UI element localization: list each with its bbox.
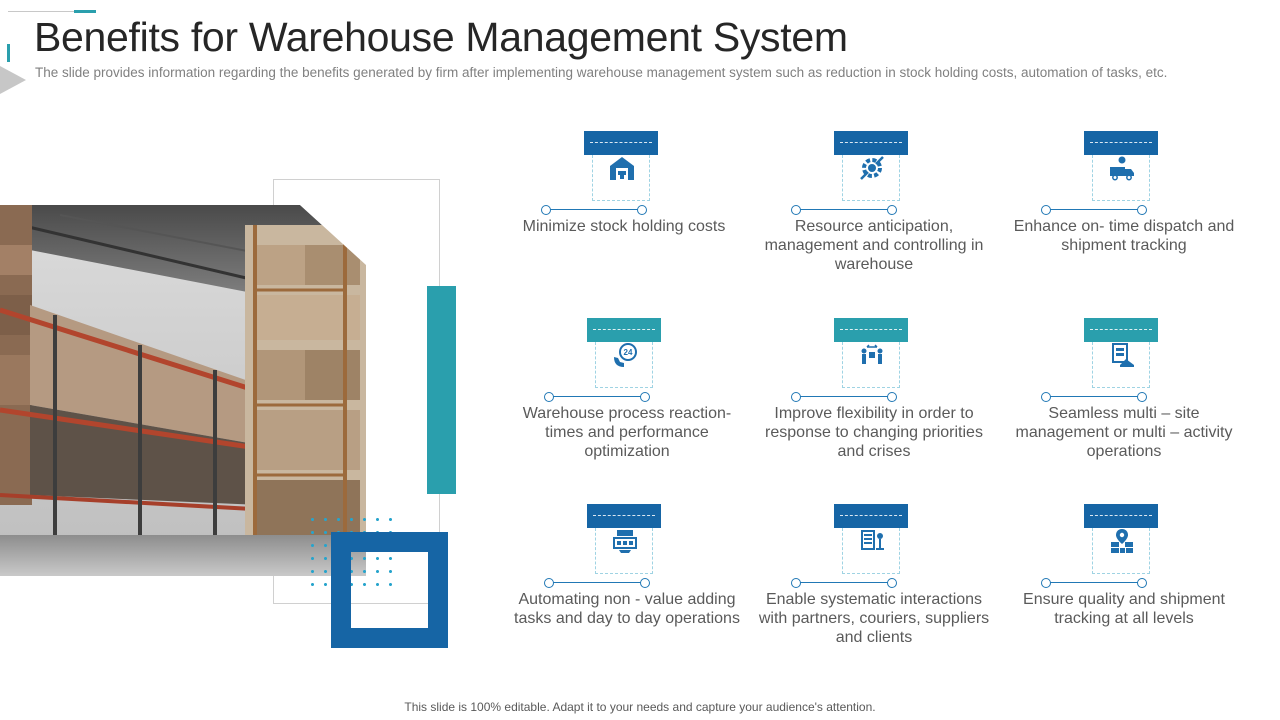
connector-line <box>1041 392 1147 402</box>
connector-line <box>541 205 647 215</box>
connector-line <box>791 578 897 588</box>
benefit-card: Minimize stock holding costs <box>504 131 744 291</box>
benefit-card: Enhance on- time dispatch and shipment t… <box>1004 131 1244 291</box>
header-accent-left <box>7 44 10 62</box>
connector-line <box>791 392 897 402</box>
warehouse-icon <box>608 154 636 182</box>
24-hour-service-icon: 24 <box>611 341 639 369</box>
connector-line <box>1041 578 1147 588</box>
connector-line <box>544 578 650 588</box>
svg-text:24: 24 <box>624 348 633 357</box>
benefit-card: Automating non - value adding tasks and … <box>507 504 747 664</box>
benefit-label: Seamless multi – site management or mult… <box>1015 405 1233 460</box>
benefit-card: Resource anticipation, management and co… <box>754 131 994 291</box>
connector-line <box>791 205 897 215</box>
benefit-label: Warehouse process reaction- times and pe… <box>522 405 732 460</box>
benefit-label: Enable systematic interactions with part… <box>758 591 990 646</box>
gear-management-icon <box>858 154 886 182</box>
connector-line <box>1041 205 1147 215</box>
card-header-bar <box>834 318 908 342</box>
automation-robot-icon <box>611 527 639 555</box>
benefit-label: Automating non - value adding tasks and … <box>514 591 740 627</box>
blue-square-frame <box>331 532 448 648</box>
header-accent-top <box>74 10 96 13</box>
card-header-bar <box>1084 318 1158 342</box>
icon-frame <box>1092 155 1150 201</box>
card-header-bar <box>587 318 661 342</box>
benefit-card: Ensure quality and shipment tracking at … <box>1004 504 1244 664</box>
icon-frame <box>842 528 900 574</box>
multi-site-management-icon <box>1108 341 1136 369</box>
card-header-bar <box>1084 504 1158 528</box>
delivery-truck-icon <box>1108 154 1136 182</box>
header-arrow-mark <box>0 66 26 94</box>
benefit-card: Enable systematic interactions with part… <box>754 504 994 664</box>
shipment-location-icon <box>1108 527 1136 555</box>
icon-frame <box>1092 342 1150 388</box>
teal-accent-bar <box>427 286 456 494</box>
benefit-label: Minimize stock holding costs <box>522 218 726 235</box>
icon-frame <box>842 342 900 388</box>
benefit-card: Seamless multi – site management or mult… <box>1004 318 1244 478</box>
slide-subtitle: The slide provides information regarding… <box>35 65 1168 80</box>
slide-footer-note: This slide is 100% editable. Adapt it to… <box>404 700 876 714</box>
partner-interaction-icon <box>858 527 886 555</box>
benefit-card: 24 Warehouse process reaction- times and… <box>507 318 747 478</box>
card-header-bar <box>834 131 908 155</box>
icon-frame <box>592 155 650 201</box>
icon-frame <box>595 342 653 388</box>
benefit-label: Ensure quality and shipment tracking at … <box>1023 591 1225 627</box>
icon-frame <box>595 528 653 574</box>
slide-title: Benefits for Warehouse Management System <box>34 14 848 60</box>
icon-frame <box>1092 528 1150 574</box>
card-header-bar <box>587 504 661 528</box>
header-accent-line <box>8 11 74 12</box>
warehouse-photo <box>0 205 366 576</box>
workers-flexibility-icon <box>858 341 886 369</box>
connector-line <box>544 392 650 402</box>
card-header-bar <box>834 504 908 528</box>
icon-frame <box>842 155 900 201</box>
card-header-bar <box>584 131 658 155</box>
benefit-label: Improve flexibility in order to response… <box>765 405 983 460</box>
benefit-label: Enhance on- time dispatch and shipment t… <box>1013 218 1235 254</box>
card-header-bar <box>1084 131 1158 155</box>
benefit-card: Improve flexibility in order to response… <box>754 318 994 478</box>
benefit-label: Resource anticipation, management and co… <box>764 218 984 273</box>
